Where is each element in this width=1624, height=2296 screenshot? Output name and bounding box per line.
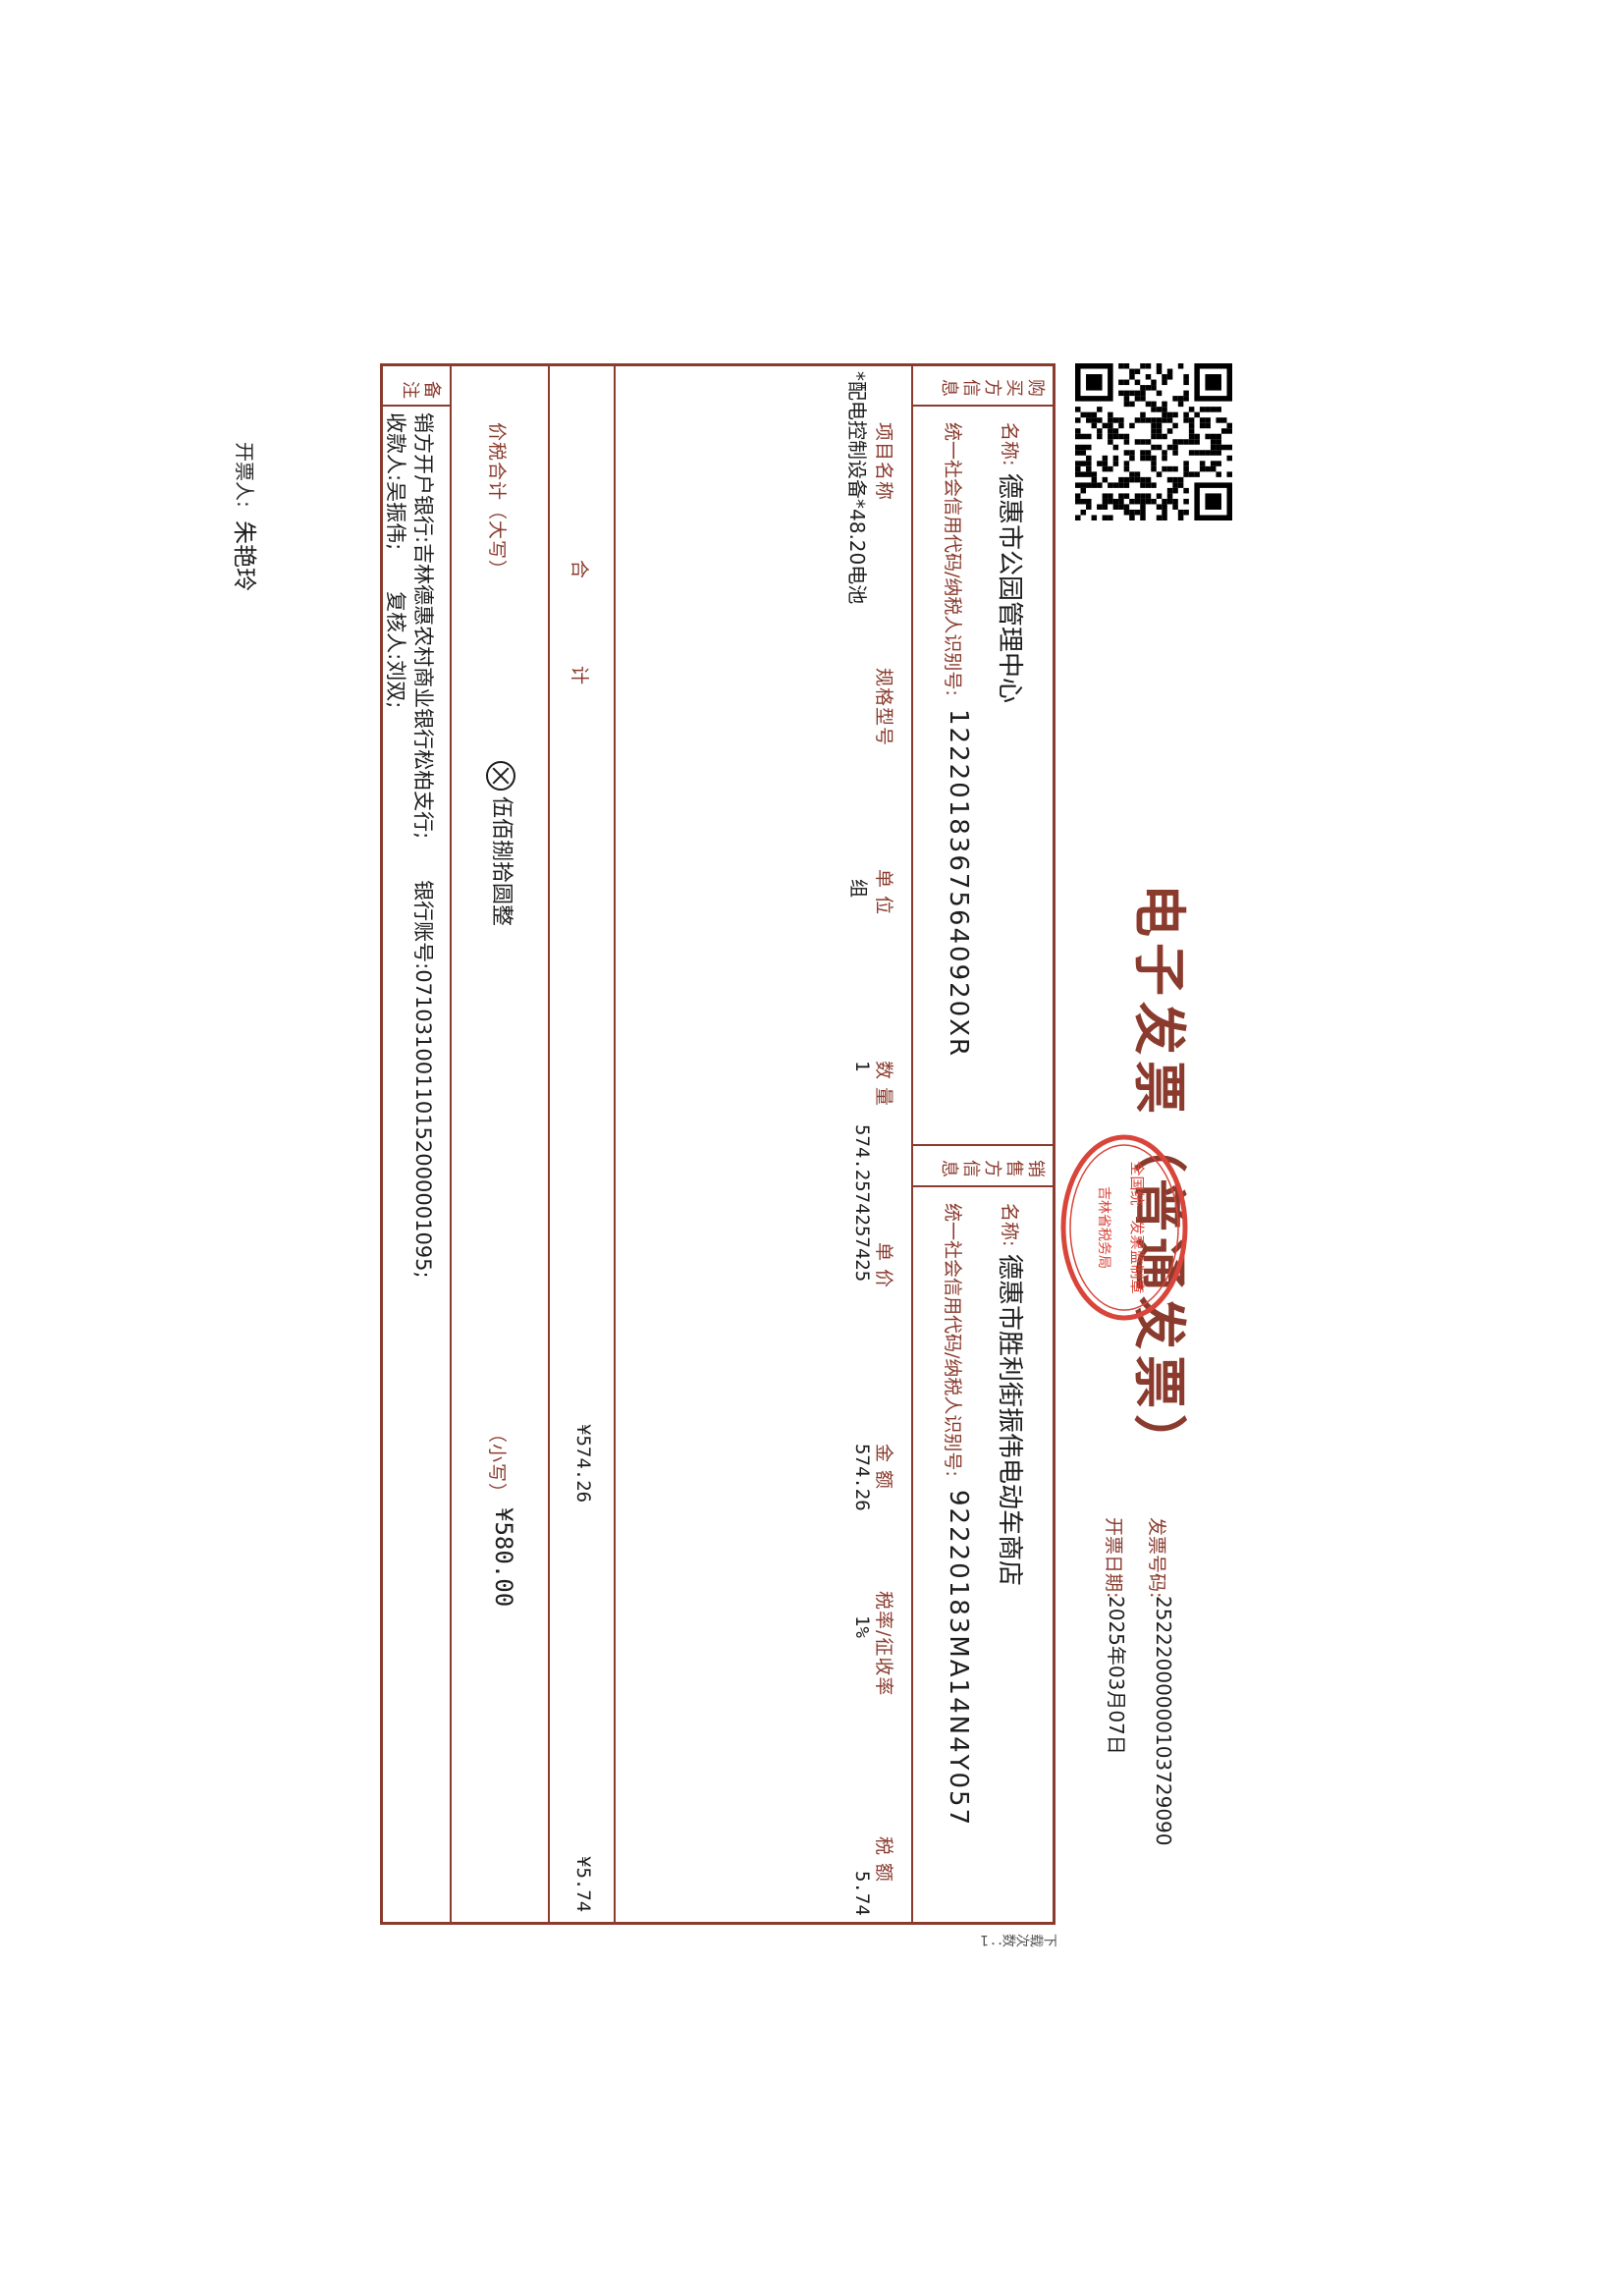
buyer-tax-id-label: 统一社会信用代码/纳税人识别号: (942, 422, 963, 696)
invoice-number: 25222000000103729090 (1152, 1596, 1175, 1846)
total-amount: ¥574.26 (572, 1424, 594, 1503)
total-small-label: （小写） (486, 1424, 508, 1503)
item-amount: 574.26 (851, 1444, 873, 1511)
header-spec: 规格型号 (873, 668, 894, 747)
header-quantity: 数 量 (873, 1061, 894, 1108)
total-in-words: 伍佰捌拾圆整 (486, 761, 519, 926)
total-small: ¥580.00 (490, 1507, 517, 1608)
remarks-label: 备注 (399, 378, 442, 399)
header-tax: 税 额 (873, 1836, 894, 1884)
seller-name: 德惠市胜利街振伟电动车商店 (995, 1254, 1024, 1587)
cross-circle-icon (486, 761, 515, 791)
buyer-tax-id: 12220183675640920XR (944, 709, 973, 1059)
remarks-bank: 销方开户银行:吉林德惠农村商业银行松柏支行; 银行账号:071031001101… (411, 412, 435, 1279)
seller-tax-id: 92220183MA14N4Y057 (944, 1490, 973, 1828)
item-tax: 5.74 (851, 1871, 873, 1916)
remarks-people: 收款人:吴振伟; 复核人:刘双; (384, 412, 407, 709)
header-unit: 单 位 (873, 869, 894, 916)
header-item-name: 项目名称 (873, 422, 894, 502)
buyer-section-label: 购买方信息 (938, 376, 1046, 397)
issuer-label: 开票人: (233, 442, 256, 508)
buyer-name-label: 名称: (999, 422, 1020, 466)
issue-date-label: 开票日期: (1103, 1517, 1124, 1599)
item-tax-rate: 1% (851, 1615, 873, 1638)
item-name: *配电控制设备*48.20电池 (845, 371, 869, 605)
seller-name-label: 名称: (999, 1203, 1020, 1247)
invoice-number-label: 发票号码: (1146, 1517, 1167, 1599)
seller-section-label: 销售方信息 (938, 1157, 1046, 1177)
stamp-line2: 吉林省税务局 (1096, 1186, 1111, 1269)
download-count: 下载次数：1 (980, 1932, 1057, 1947)
buyer-name: 德惠市公园管理中心 (995, 473, 1024, 704)
total-tax: ¥5.74 (572, 1856, 594, 1913)
issuer-name: 朱艳玲 (231, 520, 258, 591)
tax-seal-stamp: 全国统一发票监制章 吉林省税务局 (1060, 1134, 1188, 1321)
item-quantity: 1 (851, 1061, 873, 1072)
header-unit-price: 单 价 (873, 1242, 894, 1289)
item-unit: 组 (847, 879, 869, 899)
item-unit-price: 574.2574257425 (851, 1124, 873, 1283)
stamp-line1: 全国统一发票监制章 (1128, 1161, 1146, 1293)
issue-date: 2025年03月07日 (1105, 1596, 1128, 1755)
seller-tax-id-label: 统一社会信用代码/纳税人识别号: (942, 1203, 963, 1477)
total-in-words-label: 价税合计（大写） (486, 422, 508, 580)
qr-code-icon (1075, 363, 1232, 520)
invoice-sheet: 电子发票（普通发票） 全国统一发票监制章 吉林省税务局 发票号码: 252220… (231, 363, 1232, 1947)
total-in-words-value: 伍佰捌拾圆整 (489, 796, 514, 927)
total-label: 合 计 (568, 560, 590, 693)
header-amount: 金 额 (873, 1444, 894, 1491)
header-tax-rate: 税率/征收率 (873, 1591, 894, 1697)
